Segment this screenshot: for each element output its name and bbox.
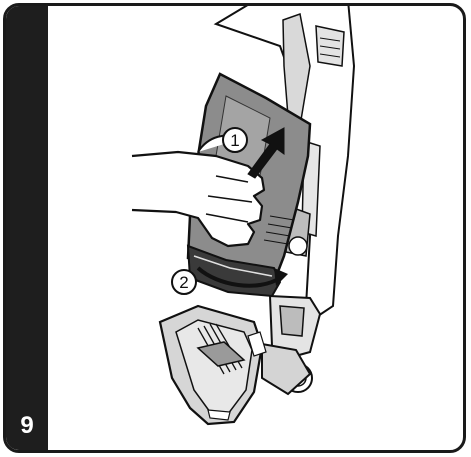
step-number: 9 — [6, 412, 48, 440]
step-sidebar: 9 — [6, 6, 48, 450]
vacuum-neck — [262, 296, 320, 394]
vacuum-illustration: 1 2 — [48, 6, 463, 450]
callout-1-label: 1 — [230, 131, 239, 150]
callout-2-label: 2 — [179, 273, 188, 292]
callout-1: 1 — [223, 128, 247, 152]
instruction-panel: 9 — [3, 3, 466, 453]
callout-2: 2 — [172, 270, 196, 294]
floor-brush-head — [160, 306, 266, 424]
